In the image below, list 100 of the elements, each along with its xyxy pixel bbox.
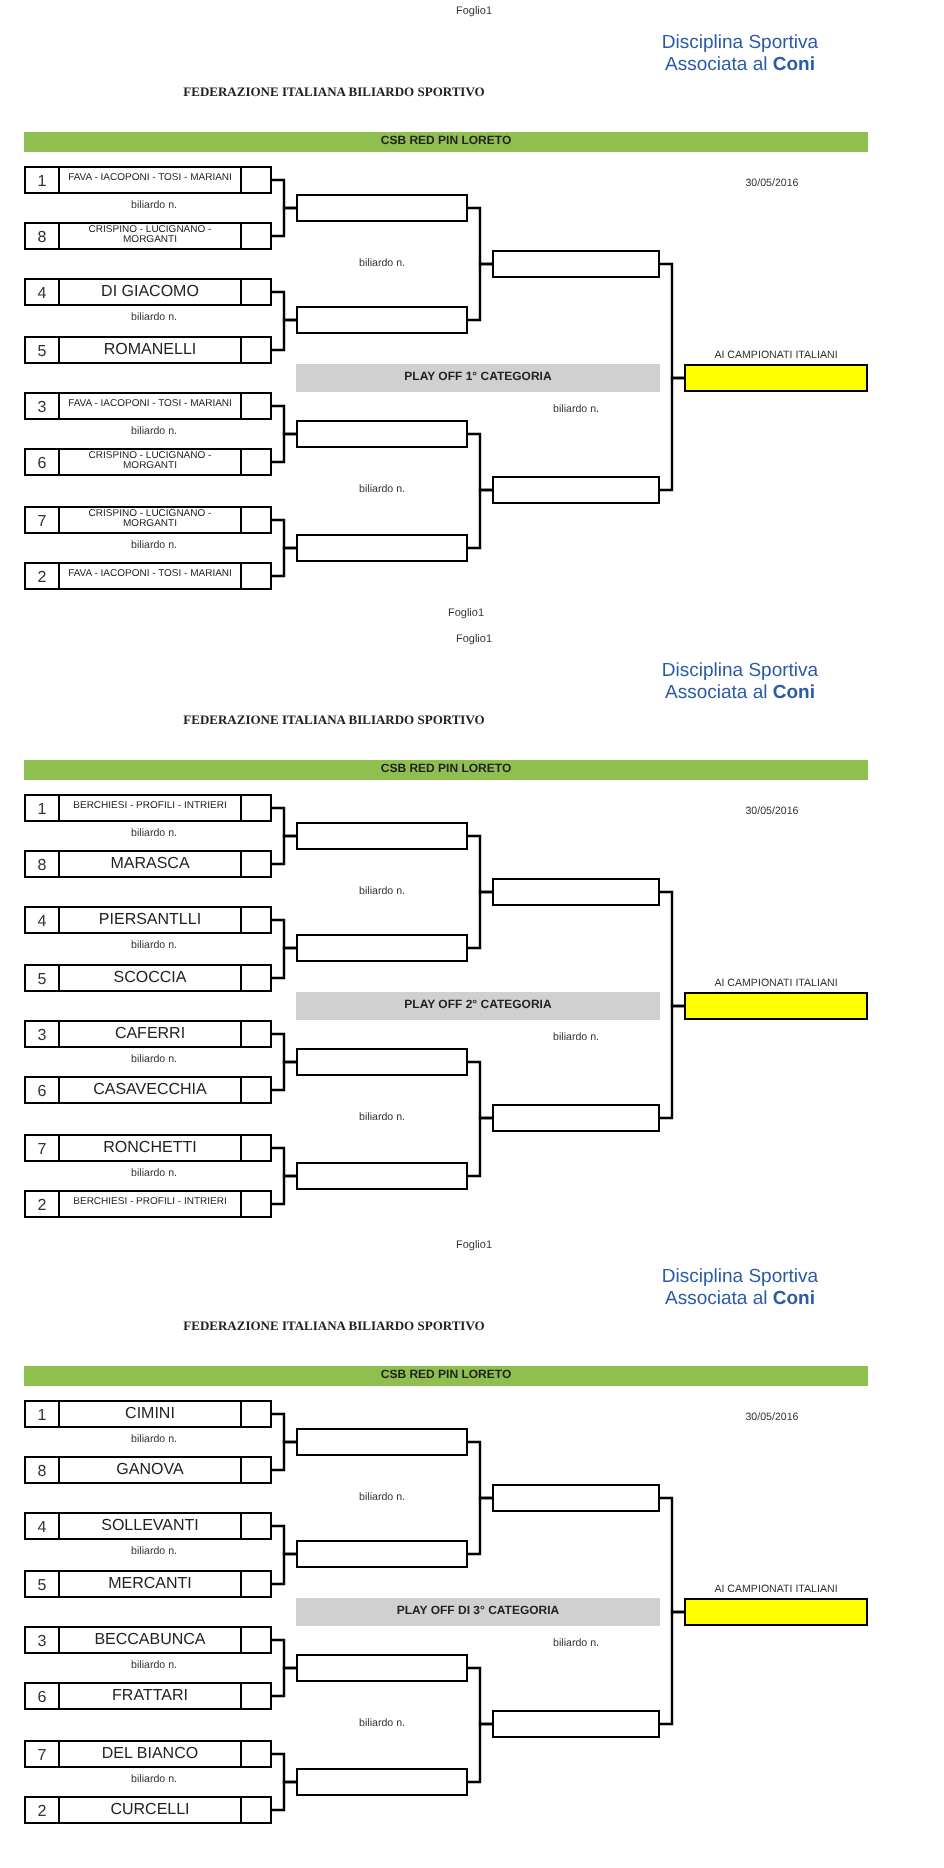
bracket-line	[468, 890, 492, 950]
player-name: BECCABUNCA	[92, 1628, 208, 1652]
player-row	[24, 1456, 272, 1484]
bracket-line	[272, 1174, 296, 1206]
player-row	[24, 1400, 272, 1428]
player-name: CIMINI	[123, 1402, 177, 1426]
bracket-line	[272, 546, 296, 578]
seed-number: 4	[26, 1514, 60, 1538]
player-name: RONCHETTI	[101, 1136, 199, 1160]
player-row	[24, 1190, 272, 1218]
player-name: DI GIACOMO	[99, 280, 201, 304]
seed-number: 6	[26, 1684, 60, 1708]
player-name: PIERSANTLLI	[96, 908, 204, 932]
player-row	[24, 1512, 272, 1540]
bracket-line	[272, 1552, 296, 1586]
match-slot	[296, 420, 468, 448]
player-row	[24, 1626, 272, 1654]
match-slot	[296, 1162, 468, 1190]
player-row	[24, 166, 272, 194]
seed-number: 1	[26, 168, 60, 192]
bracket-line	[660, 376, 684, 492]
player-row	[24, 1740, 272, 1768]
seed-number: 5	[26, 966, 60, 990]
player-name: GANOVA	[114, 1458, 186, 1482]
match-slot	[492, 1104, 660, 1132]
player-name: FRATTARI	[110, 1684, 190, 1708]
seed-number: 7	[26, 508, 60, 532]
player-name: SOLLEVANTI	[99, 1514, 201, 1538]
seed-number: 3	[26, 1628, 60, 1652]
player-row	[24, 1796, 272, 1824]
qualification-slot	[684, 364, 868, 392]
bracket-line	[660, 1004, 684, 1120]
bracket-line	[468, 1496, 492, 1556]
bracket-line	[272, 834, 296, 866]
player-name: CASAVECCHIA	[91, 1078, 209, 1102]
seed-number: 7	[26, 1742, 60, 1766]
match-slot	[296, 306, 468, 334]
player-name: CAFERRI	[112, 1022, 188, 1046]
match-slot	[492, 1484, 660, 1512]
bracket-line	[468, 1116, 492, 1178]
player-name: ROMANELLI	[101, 338, 199, 362]
player-name: MERCANTI	[106, 1572, 194, 1596]
seed-number: 3	[26, 1022, 60, 1046]
player-name: CURCELLI	[108, 1798, 192, 1822]
seed-number: 6	[26, 1078, 60, 1102]
seed-number: 4	[26, 280, 60, 304]
seed-number: 2	[26, 1798, 60, 1822]
bracket-line	[468, 488, 492, 550]
bracket-line	[660, 1610, 684, 1726]
match-slot	[296, 1540, 468, 1568]
match-slot	[296, 1428, 468, 1456]
match-slot	[296, 1654, 468, 1682]
player-row	[24, 1134, 272, 1162]
bracket-line	[272, 1780, 296, 1812]
bracket-line	[272, 946, 296, 980]
player-row	[24, 562, 272, 590]
bracket-line	[272, 318, 296, 352]
player-row	[24, 1682, 272, 1710]
bracket-line	[272, 1666, 296, 1698]
qualification-slot	[684, 1598, 868, 1626]
match-slot	[492, 1710, 660, 1738]
seed-number: 8	[26, 1458, 60, 1482]
bracket-line	[468, 1722, 492, 1784]
seed-number: 1	[26, 796, 60, 820]
federation-note: Disciplina Sportiva Associata al Coni	[659, 1268, 821, 1312]
match-slot	[296, 1048, 468, 1076]
seed-number: 5	[26, 1572, 60, 1596]
bracket-line	[272, 432, 296, 464]
player-row	[24, 336, 272, 364]
seed-number: 8	[26, 224, 60, 248]
player-row	[24, 906, 272, 934]
federation-note: Disciplina Sportiva Associata al Coni	[659, 34, 821, 78]
seed-number: 8	[26, 852, 60, 876]
match-slot	[492, 476, 660, 504]
seed-number: 5	[26, 338, 60, 362]
player-name: DEL BIANCO	[99, 1742, 201, 1766]
match-slot	[492, 878, 660, 906]
match-slot	[296, 822, 468, 850]
player-row	[24, 506, 272, 534]
player-row	[24, 392, 272, 420]
player-row	[24, 1570, 272, 1598]
seed-number: 2	[26, 564, 60, 588]
player-row	[24, 1020, 272, 1048]
player-row	[24, 850, 272, 878]
player-row	[24, 222, 272, 250]
bracket-line	[272, 206, 296, 238]
bracket-line	[272, 1440, 296, 1472]
seed-number: 4	[26, 908, 60, 932]
seed-number: 1	[26, 1402, 60, 1426]
qualification-slot	[684, 992, 868, 1020]
seed-number: 7	[26, 1136, 60, 1160]
federation-note: Disciplina Sportiva Associata al Coni	[659, 662, 821, 706]
match-slot	[296, 194, 468, 222]
bracket-line	[272, 1060, 296, 1092]
match-slot	[296, 934, 468, 962]
player-name: SCOCCIA	[111, 966, 189, 990]
player-name: MARASCA	[108, 852, 192, 876]
seed-number: 2	[26, 1192, 60, 1216]
match-slot	[296, 534, 468, 562]
player-row	[24, 794, 272, 822]
